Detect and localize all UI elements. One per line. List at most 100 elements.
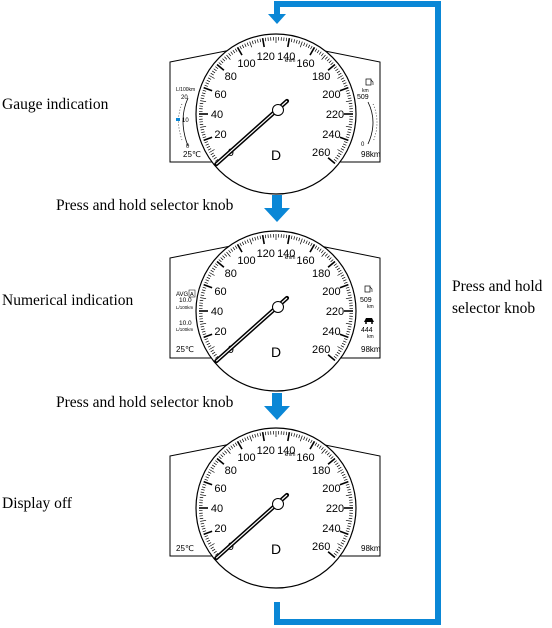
minor-tick — [333, 263, 337, 267]
speed-tick-label: 220 — [326, 503, 344, 515]
minor-tick — [228, 447, 232, 451]
minor-tick — [222, 255, 226, 259]
minor-tick — [318, 248, 322, 252]
minor-tick — [213, 156, 217, 160]
speed-tick-label: 20 — [214, 129, 226, 141]
minor-tick — [333, 66, 337, 70]
minor-tick — [201, 328, 205, 330]
minor-tick — [215, 263, 219, 267]
minor-tick — [345, 100, 352, 103]
odometer-readout: 98km — [361, 150, 381, 159]
minor-tick — [320, 53, 324, 57]
speed-tick-label: 120 — [257, 445, 275, 457]
minor-tick — [341, 473, 346, 477]
minor-tick — [207, 542, 212, 545]
minor-tick — [337, 543, 343, 547]
speed-tick-label: 160 — [296, 58, 314, 70]
range-gauge: km 509 0 — [357, 78, 378, 148]
speed-tick-label: 240 — [322, 326, 340, 338]
minor-tick — [207, 471, 212, 474]
minor-tick — [295, 236, 298, 241]
minor-tick — [295, 433, 298, 438]
minor-tick — [347, 292, 351, 294]
minor-tick — [206, 276, 211, 280]
minor-tick — [241, 44, 245, 49]
major-tick — [203, 480, 213, 486]
minor-tick — [201, 289, 206, 292]
minor-tick — [206, 145, 211, 149]
fuel-economy-mid: 10 — [182, 118, 189, 124]
speed-tick-label: 20 — [214, 326, 226, 338]
minor-tick — [251, 434, 254, 439]
minor-tick — [299, 238, 303, 245]
minor-tick — [340, 471, 345, 474]
minor-tick — [239, 242, 242, 247]
speed-tick-label: 40 — [211, 306, 223, 318]
minor-tick — [344, 141, 348, 144]
fuel-pump-icon — [364, 285, 373, 293]
minor-tick — [205, 279, 209, 282]
label-numerical-indication: Numerical indication — [2, 292, 134, 309]
minor-tick — [246, 239, 249, 243]
minor-tick — [213, 353, 217, 357]
major-tick — [327, 260, 336, 268]
minor-tick — [209, 346, 215, 350]
speed-tick-label: 260 — [312, 147, 330, 159]
minor-tick — [293, 39, 295, 43]
minor-tick — [330, 456, 334, 460]
minor-tick — [210, 349, 214, 353]
speed-tick-label: 80 — [225, 268, 237, 280]
minor-tick — [305, 437, 308, 441]
minor-tick — [209, 75, 215, 79]
major-tick — [216, 457, 225, 465]
minor-tick — [310, 439, 313, 444]
minor-tick — [344, 535, 348, 538]
minor-tick — [321, 251, 326, 257]
range-bottom: 0 — [361, 142, 365, 148]
minor-tick — [307, 438, 311, 443]
temperature-readout: 25℃ — [176, 345, 194, 354]
minor-tick — [206, 79, 211, 83]
minor-tick — [293, 236, 295, 240]
minor-tick — [200, 519, 207, 522]
minor-tick — [200, 494, 207, 497]
speed-tick-label: 100 — [237, 58, 255, 70]
major-tick — [261, 235, 265, 245]
minor-tick — [213, 550, 217, 554]
needle-hub — [272, 104, 284, 116]
minor-tick — [204, 338, 208, 341]
minor-tick — [210, 466, 214, 470]
minor-tick — [259, 235, 262, 240]
minor-tick — [314, 442, 318, 446]
gear-indicator: D — [271, 147, 281, 163]
speed-tick-label: 220 — [326, 306, 344, 318]
minor-tick — [232, 49, 236, 54]
speed-tick-label: 80 — [225, 71, 237, 83]
minor-tick — [314, 48, 318, 52]
major-tick — [236, 243, 243, 253]
current-unit: L/100km — [176, 327, 194, 332]
minor-tick — [307, 44, 311, 49]
speed-tick-label: 100 — [237, 255, 255, 267]
speed-tick-label: 140 — [277, 445, 295, 457]
minor-tick — [345, 322, 352, 325]
minor-tick — [209, 149, 215, 153]
range-2-unit: km — [367, 334, 374, 340]
major-tick — [339, 530, 349, 536]
major-tick — [309, 440, 316, 450]
minor-tick — [200, 522, 205, 525]
minor-tick — [224, 56, 228, 60]
minor-tick — [346, 133, 351, 136]
minor-tick — [324, 56, 328, 60]
minor-tick — [324, 450, 328, 454]
minor-tick — [340, 148, 345, 151]
minor-tick — [344, 84, 348, 87]
minor-tick — [335, 462, 339, 466]
minor-tick — [239, 45, 242, 50]
minor-tick — [298, 434, 301, 439]
minor-tick — [337, 75, 343, 79]
minor-tick — [336, 267, 341, 271]
minor-tick — [346, 92, 351, 95]
range-unit: km — [362, 88, 369, 94]
